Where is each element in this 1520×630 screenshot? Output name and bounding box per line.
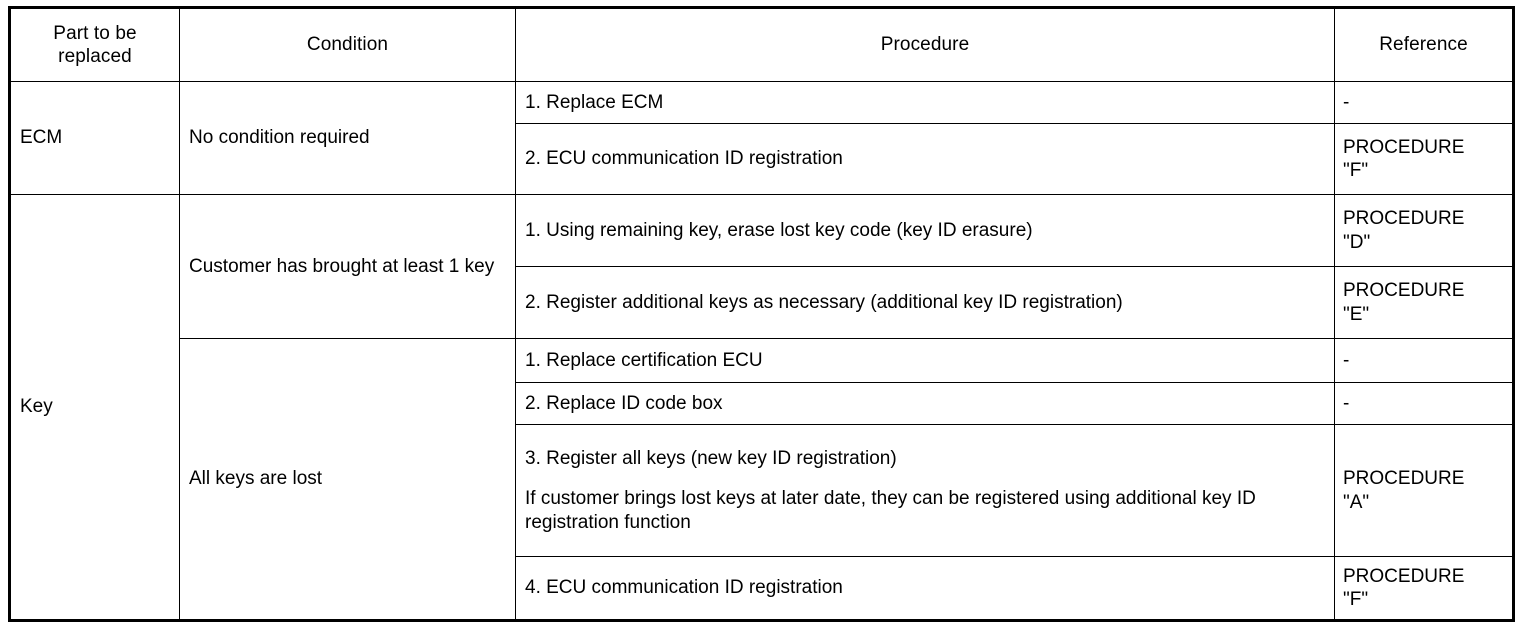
part-label-ecm: ECM [20,127,63,149]
reference-line2: "F" [1343,160,1369,181]
procedure-text-register-all-keys-block: 3. Register all keys (new key ID registr… [516,441,1334,540]
reference-cell-key-b-step4: PROCEDURE"F" [1334,556,1514,621]
reference-cell-key-a-step1: PROCEDURE"D" [1334,194,1514,267]
condition-cell-key-all-lost: All keys are lost [179,338,516,621]
procedure-text-register-all-keys: 3. Register all keys (new key ID registr… [525,448,897,470]
table-row: All keys are lost 1. Replace certificati… [10,338,1514,621]
table-row: 3. Register all keys (new key ID registr… [10,424,1514,557]
procedure-text-register-additional-keys: 2. Register additional keys as necessary… [525,291,1123,313]
procedure-cell-key-b-step3: 3. Register all keys (new key ID registr… [515,424,1335,557]
reference-text-dash: - [1343,392,1350,414]
reference-cell-ecm-step2: PROCEDURE"F" [1334,123,1514,195]
procedure-cell-ecm-step1: 1. Replace ECM [515,81,1335,124]
column-header-part-line2: replaced [58,46,132,67]
column-header-reference: Reference [1334,7,1514,82]
table-row: Key Customer has brought at least 1 key … [9,194,1514,621]
procedure-cell-key-a-step2: 2. Register additional keys as necessary… [515,266,1335,339]
reference-cell-ecm-step1: - [1334,81,1514,124]
reference-line1: PROCEDURE [1343,208,1465,230]
part-label-key: Key [20,396,53,418]
procedure-text-replace-id-code-box: 2. Replace ID code box [525,392,723,414]
condition-label-customer-has-brought-at-least-1-key: Customer has brought at least 1 key [189,255,495,277]
reference-line1: PROCEDURE [1343,565,1465,587]
reference-line2: "F" [1343,589,1369,610]
reference-cell-key-b-step1: - [1334,338,1514,383]
column-header-condition: Condition [179,7,516,82]
procedure-cell-ecm-step2: 2. ECU communication ID registration [515,123,1335,195]
condition-cell-key-has-one-key: Customer has brought at least 1 key [179,194,516,339]
procedure-cell-key-b-step2: 2. Replace ID code box [515,382,1335,425]
table-row: 4. ECU communication ID registration PRO… [10,556,1514,621]
column-header-part: Part to be replaced [9,7,180,82]
procedure-text-ecu-communication-id-registration: 4. ECU communication ID registration [525,577,843,599]
procedure-text-replace-ecm: 1. Replace ECM [525,91,664,113]
column-header-procedure: Procedure [515,7,1335,82]
table-row: 2. ECU communication ID registration PRO… [10,123,1514,195]
reference-text-dash: - [1343,349,1350,371]
procedure-cell-key-b-step1: 1. Replace certification ECU [515,338,1335,383]
reference-line2: "D" [1343,231,1371,253]
procedure-text-erase-lost-key-code: 1. Using remaining key, erase lost key c… [525,219,1033,241]
procedure-cell-key-b-step4: 4. ECU communication ID registration [515,556,1335,621]
table-row: 2. Register additional keys as necessary… [10,266,1514,339]
reference-text-procedure-d: PROCEDURE"D" [1335,203,1512,257]
procedure-text-replace-certification-ecu: 1. Replace certification ECU [525,349,763,371]
procedure-cell-key-a-step1: 1. Using remaining key, erase lost key c… [515,194,1335,267]
table-row: 2. Replace ID code box - [10,382,1514,425]
procedure-note-lost-keys-later-date: If customer brings lost keys at later da… [525,488,1256,533]
reference-line1: PROCEDURE [1343,280,1465,302]
part-cell-key: Key [9,194,180,621]
reference-cell-key-b-step2: - [1334,382,1514,425]
reference-line2: "A" [1343,491,1370,513]
reference-line1: PROCEDURE [1343,468,1465,490]
reference-cell-key-a-step2: PROCEDURE"E" [1334,266,1514,339]
condition-label-all-keys-are-lost: All keys are lost [189,468,323,490]
procedure-text-ecu-communication-id-registration: 2. ECU communication ID registration [525,148,843,170]
column-header-part-line1: Part to be [53,22,137,44]
replacement-procedure-table: Part to be replaced Condition Procedure … [8,6,1515,622]
reference-text-procedure-a: PROCEDURE"A" [1335,463,1512,517]
part-cell-ecm: ECM [9,81,180,195]
reference-text-procedure-e: PROCEDURE"E" [1335,275,1512,329]
reference-text-dash: - [1343,91,1350,113]
condition-label-no-condition-required: No condition required [189,127,370,149]
reference-cell-key-b-step3: PROCEDURE"A" [1334,424,1514,557]
condition-cell-ecm-no-condition: No condition required [179,81,516,195]
reference-text-procedure-f: PROCEDURE"F" [1335,132,1512,186]
reference-line1: PROCEDURE [1343,136,1465,158]
reference-text-procedure-f: PROCEDURE"F" [1335,561,1512,615]
table-row: ECM No condition required 1. Replace ECM… [9,81,1514,195]
table-header-row: Part to be replaced Condition Procedure … [9,7,1514,82]
reference-line2: "E" [1343,303,1370,325]
